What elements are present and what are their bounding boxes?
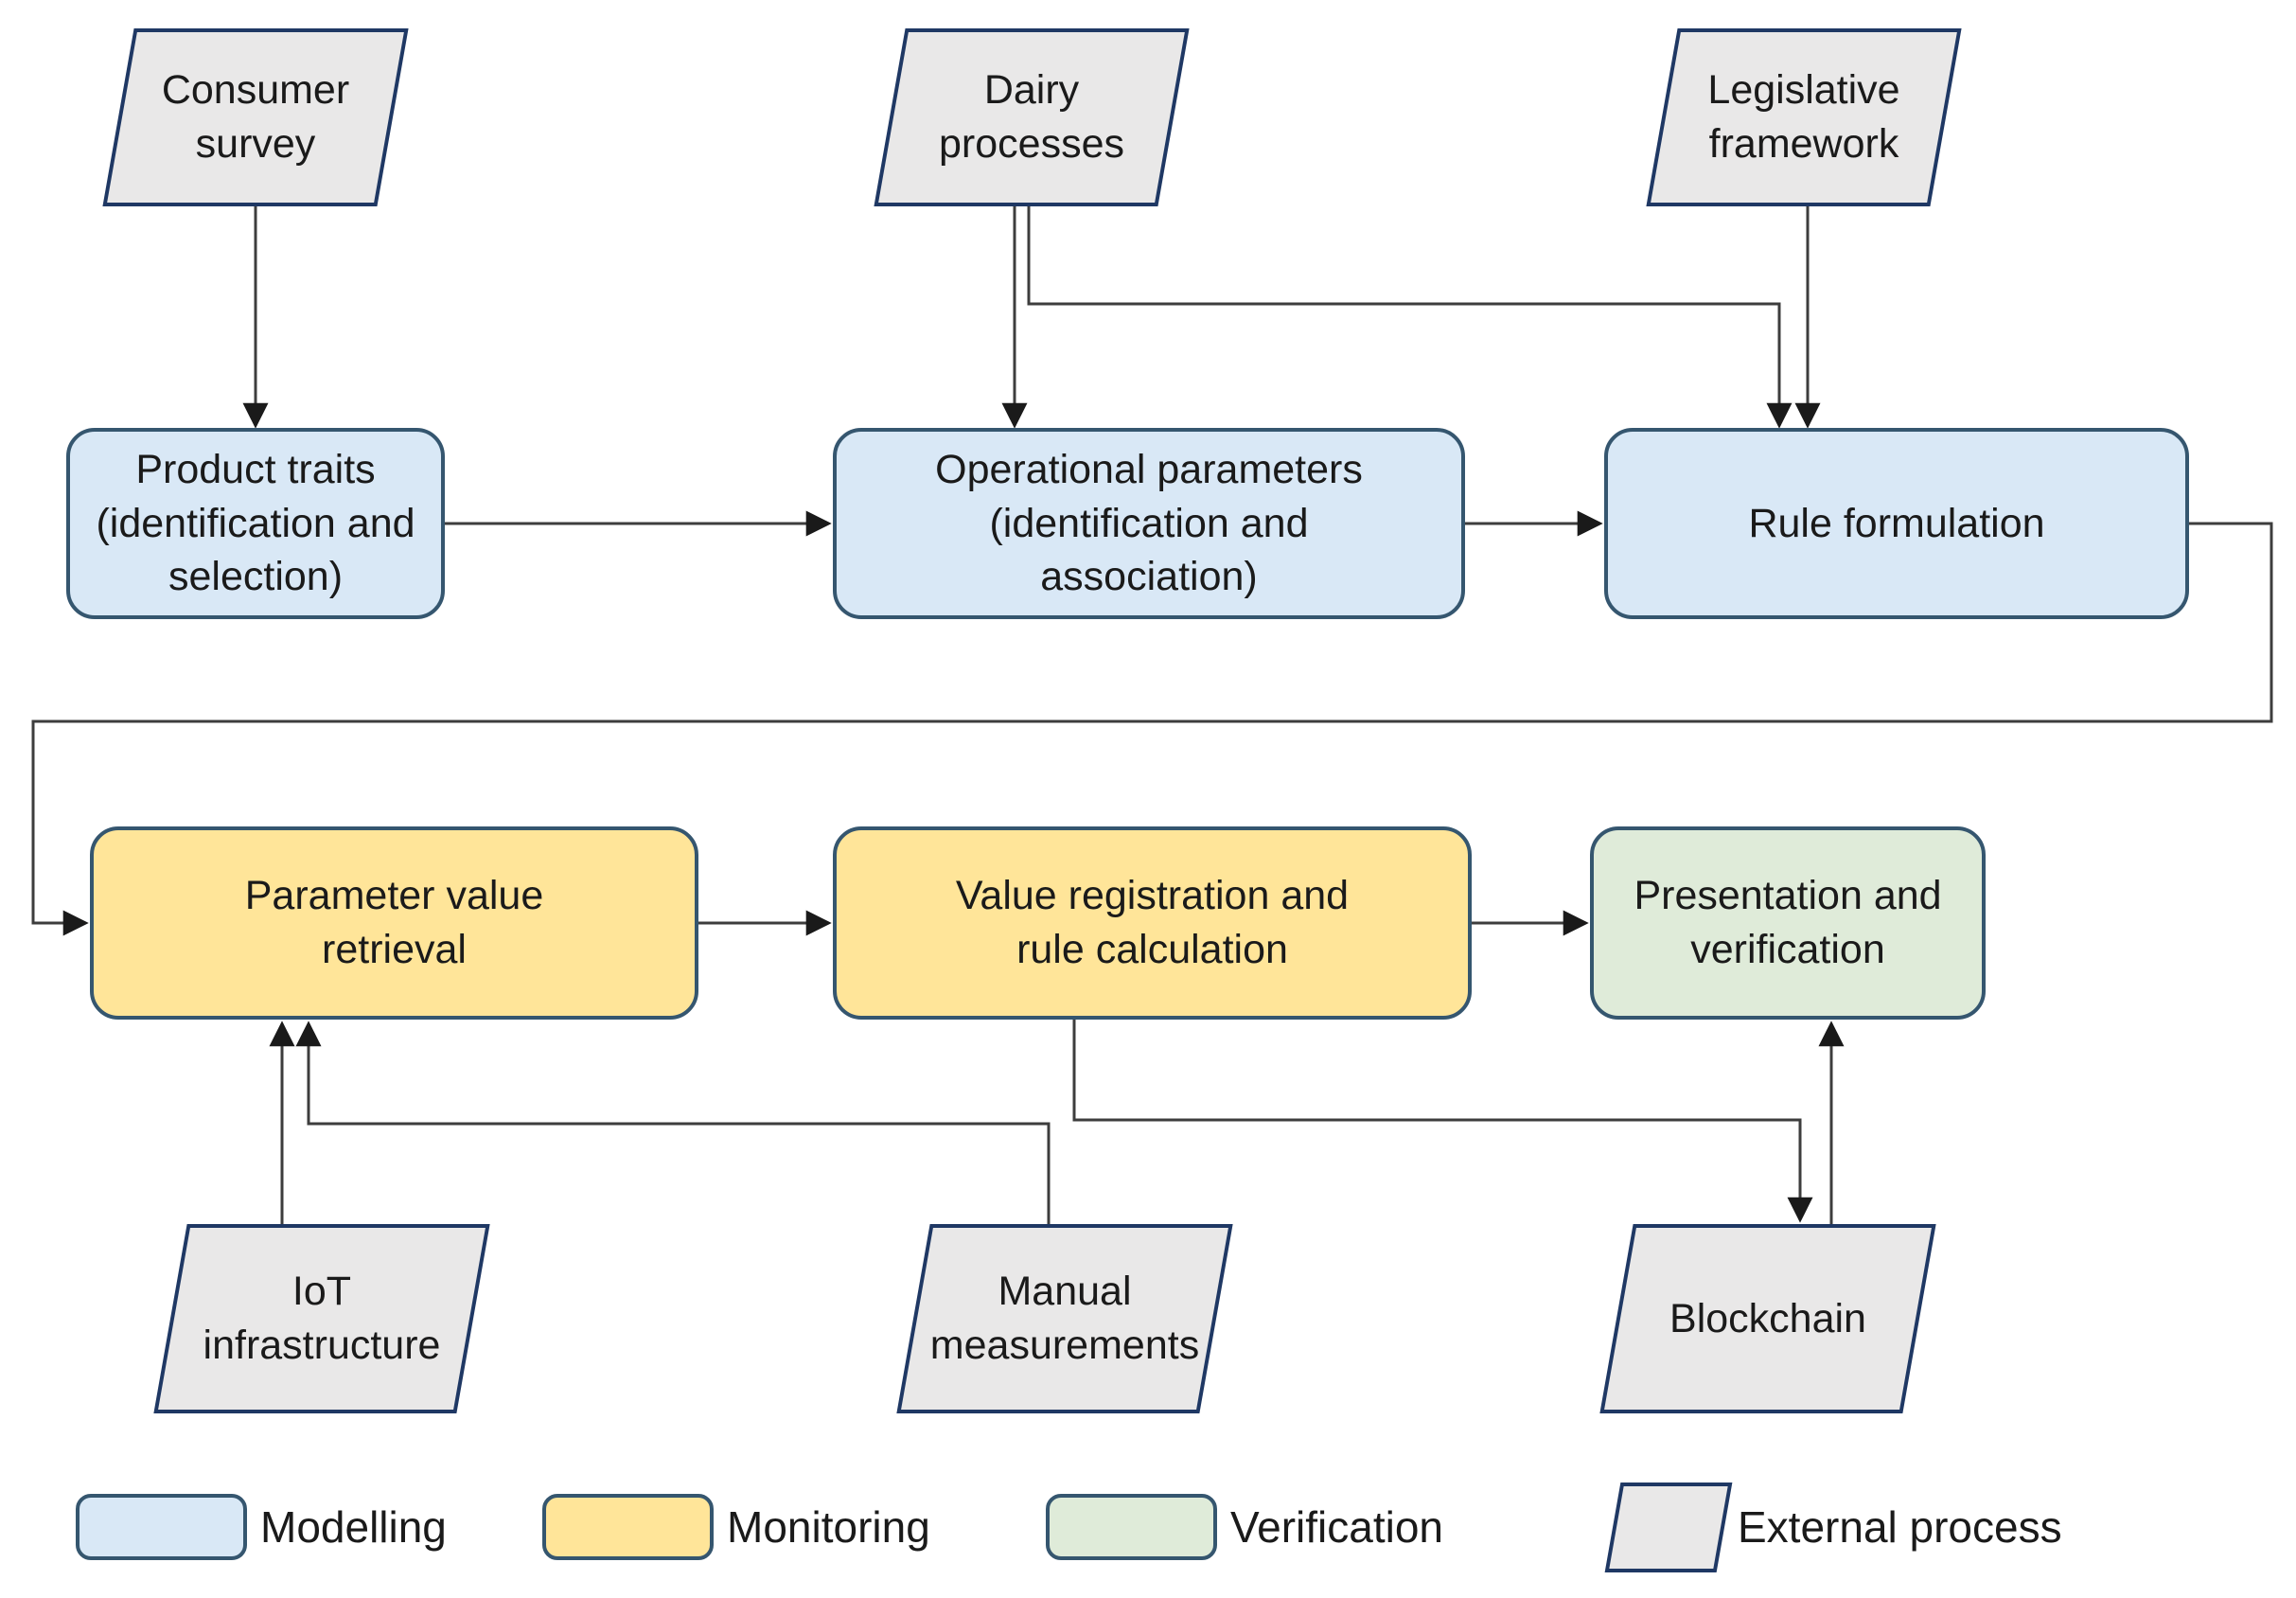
- edge-manual-measurements-to-parameter-value-retrieval: [295, 1021, 1051, 1224]
- legend-label: External process: [1738, 1502, 2062, 1552]
- edge-dairy-processes-to-rule-formulation: [1027, 206, 1793, 429]
- legend-label: Monitoring: [727, 1502, 930, 1552]
- edge-rule-formulation-to-parameter-value-retrieval: [31, 522, 2273, 936]
- node-presentation-verification: Presentation and verification: [1590, 826, 1986, 1020]
- node-label: Legislative framework: [1707, 67, 1900, 167]
- node-label: Value registration and rule calculation: [955, 873, 1350, 972]
- node-label: Operational parameters (identification a…: [935, 446, 1363, 600]
- legend-item-verification: Verification: [1046, 1480, 1443, 1574]
- node-value-registration: Value registration and rule calculation: [833, 826, 1472, 1020]
- node-blockchain: Blockchain: [1599, 1224, 1936, 1413]
- node-label: Blockchain: [1669, 1295, 1866, 1341]
- legend-item-monitoring: Monitoring: [542, 1480, 930, 1574]
- node-product-traits: Product traits (identification and selec…: [66, 428, 445, 619]
- node-label: Consumer survey: [161, 67, 350, 167]
- legend-swatch-modelling: [76, 1494, 247, 1560]
- node-label: Dairy processes: [939, 67, 1124, 167]
- legend-swatch-verification: [1046, 1494, 1217, 1560]
- node-label: IoT infrastructure: [203, 1269, 441, 1368]
- legend-item-external-process: External process: [1599, 1480, 2062, 1574]
- node-iot-infrastructure: IoT infrastructure: [153, 1224, 490, 1413]
- node-label: Product traits (identification and selec…: [96, 446, 415, 600]
- node-label: Manual measurements: [929, 1269, 1200, 1368]
- node-dairy-processes: Dairy processes: [874, 28, 1190, 206]
- node-label: Parameter value retrieval: [244, 873, 544, 972]
- node-consumer-survey: Consumer survey: [102, 28, 409, 206]
- node-legislative-framework: Legislative framework: [1646, 28, 1962, 206]
- edge-value-registration-to-blockchain: [1072, 1020, 1813, 1223]
- legend-swatch-monitoring: [542, 1494, 714, 1560]
- node-operational-parameters: Operational parameters (identification a…: [833, 428, 1465, 619]
- node-parameter-value-retrieval: Parameter value retrieval: [90, 826, 698, 1020]
- legend-swatch-external-process: [1604, 1482, 1733, 1572]
- node-label: Rule formulation: [1748, 500, 2045, 546]
- legend-item-modelling: Modelling: [76, 1480, 447, 1574]
- node-label: Presentation and verification: [1634, 873, 1942, 972]
- node-manual-measurements: Manual measurements: [896, 1224, 1233, 1413]
- legend-label: Modelling: [260, 1502, 447, 1552]
- node-rule-formulation: Rule formulation: [1604, 428, 2189, 619]
- legend-label: Verification: [1230, 1502, 1444, 1552]
